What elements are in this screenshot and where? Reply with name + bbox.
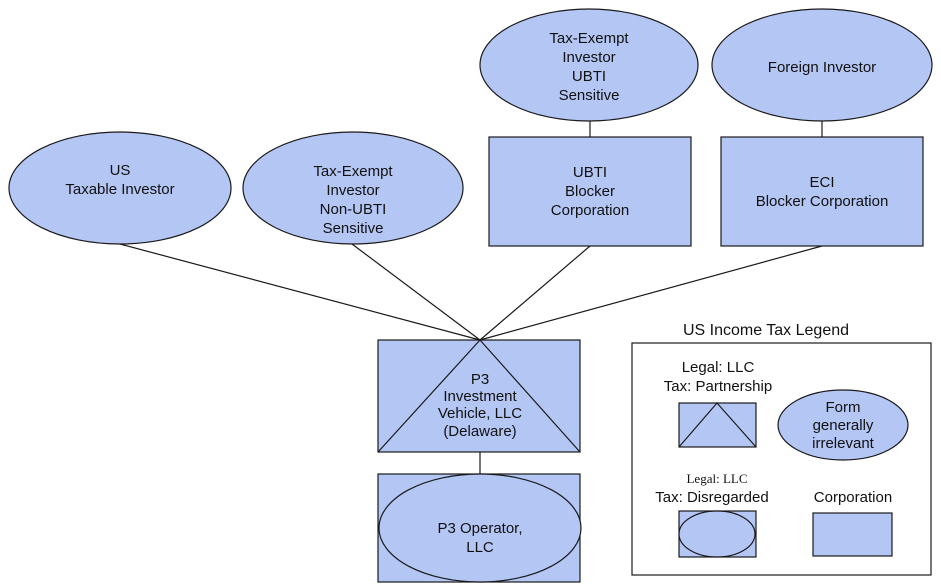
node-label-line: Non-UBTI: [320, 201, 387, 218]
edge-tax-exempt-non-ubti-to-p3: [351, 243, 481, 341]
node-label-line: UBTI: [572, 68, 606, 85]
node-label-line: Sensitive: [323, 220, 384, 237]
legend-corporation-symbol: [812, 512, 893, 557]
node-label-line: Taxable Investor: [65, 181, 174, 198]
node-label-line: Tax-Exempt: [549, 30, 629, 47]
node-label-line: Corporation: [551, 202, 629, 219]
legend-form-irrelevant-line: generally: [813, 417, 874, 434]
legend-partnership-tax: Tax: Partnership: [664, 378, 772, 395]
ellipse-shape: [378, 473, 582, 583]
node-label-line: P3 Operator,: [437, 520, 522, 537]
ellipse-shape: [8, 131, 232, 245]
node-label-line: Blocker Corporation: [756, 193, 889, 210]
node-label-line: Investor: [562, 49, 615, 66]
node-label-line: (Delaware): [443, 423, 516, 440]
legend-disregarded-tax: Tax: Disregarded: [655, 489, 768, 506]
node-eci-blocker-corporation: ECI Blocker Corporation: [720, 136, 924, 247]
ellipse-shape: [479, 8, 699, 122]
legend-form-irrelevant-symbol: [777, 389, 909, 461]
edge-ubti-blocker-to-p3: [479, 245, 591, 341]
node-label-line: ECI: [809, 174, 834, 191]
node-label-line: Investment: [443, 388, 517, 405]
edge-eci-blocker-to-p3: [479, 245, 823, 341]
node-label-line: Blocker: [565, 183, 615, 200]
rect-shape: [720, 136, 924, 247]
legend-partnership-legal: Legal: LLC: [682, 359, 755, 376]
node-us-taxable-investor: US Taxable Investor: [8, 131, 232, 245]
legend: US Income Tax Legend Legal: LLC Tax: Par…: [631, 322, 932, 576]
node-label-line: US: [110, 162, 131, 179]
legend-partnership-symbol: [678, 402, 757, 448]
node-label-line: Vehicle, LLC: [438, 405, 522, 422]
node-foreign-investor: Foreign Investor: [711, 8, 933, 122]
rect-shape: [377, 339, 581, 453]
node-label-line: UBTI: [573, 164, 607, 181]
ellipse-shape: [711, 8, 933, 122]
node-label-line: LLC: [466, 539, 494, 556]
legend-form-irrelevant-line: irrelevant: [812, 435, 875, 452]
legend-disregarded-ellipse: [678, 510, 756, 558]
rect-shape: [488, 136, 692, 247]
node-p3-investment-vehicle: P3 Investment Vehicle, LLC (Delaware): [377, 339, 581, 453]
node-p3-operator: P3 Operator, LLC: [377, 473, 582, 583]
legend-corporation-label: Corporation: [814, 489, 892, 506]
node-label-line: Investor: [326, 182, 379, 199]
node-tax-exempt-non-ubti-investor: Tax-Exempt Investor Non-UBTI Sensitive: [242, 131, 464, 245]
node-label-line: P3: [471, 371, 489, 388]
node-tax-exempt-ubti-investor: Tax-Exempt Investor UBTI Sensitive: [479, 8, 699, 122]
node-ubti-blocker-corporation: UBTI Blocker Corporation: [488, 136, 692, 247]
partnership-triangle: [377, 339, 581, 453]
ellipse-shape: [242, 131, 464, 245]
node-label-line: Tax-Exempt: [313, 163, 393, 180]
node-label-line: Foreign Investor: [768, 59, 876, 76]
legend-partnership-triangle: [678, 402, 757, 448]
legend-title: US Income Tax Legend: [683, 322, 849, 339]
legend-form-irrelevant-line: Form: [826, 399, 861, 416]
legend-disregarded-legal: Legal: LLC: [686, 471, 747, 486]
edge-us-taxable-to-p3: [119, 243, 481, 341]
node-label-line: Sensitive: [559, 87, 620, 104]
